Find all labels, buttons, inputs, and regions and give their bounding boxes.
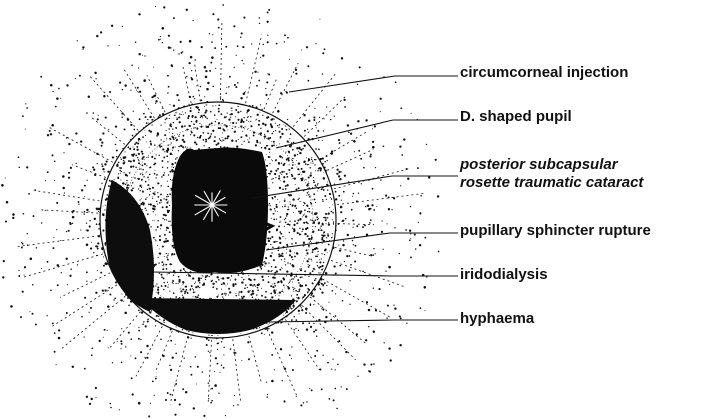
label-cataract-line-2: rosette traumatic cataract: [460, 174, 643, 192]
label-hyphaema: hyphaema: [460, 310, 534, 328]
label-cataract-line-1: posterior subcapsular: [460, 156, 643, 174]
leader-line-circumcorneal-injection: [289, 76, 458, 92]
label-circumcorneal-injection: circumcorneal injection: [460, 64, 628, 82]
label-iridodialysis: iridodialysis: [460, 266, 548, 284]
label-pupillary-sphincter-rupture: pupillary sphincter rupture: [460, 222, 651, 240]
d-shaped-pupil-shape: [172, 148, 268, 274]
label-posterior-subcapsular-cataract: posterior subcapsular rosette traumatic …: [460, 156, 643, 192]
hyphaema-shape: [140, 298, 296, 334]
label-d-shaped-pupil: D. shaped pupil: [460, 108, 572, 126]
